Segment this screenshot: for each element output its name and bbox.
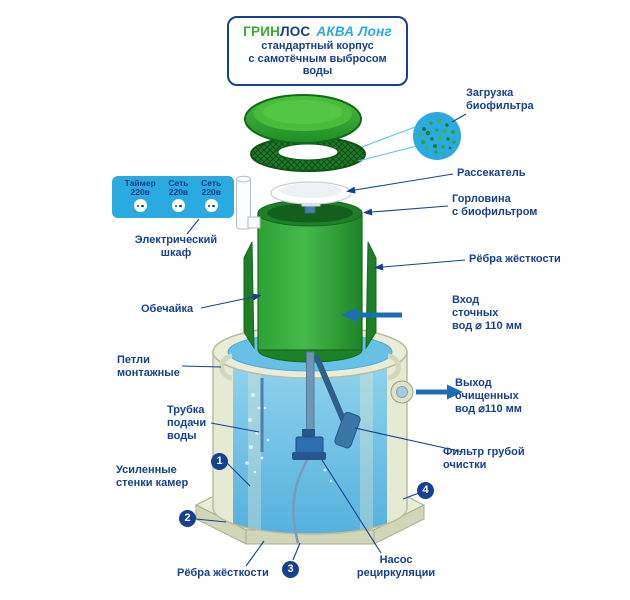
brand-part-aqua-long: АКВА Лонг <box>316 24 392 39</box>
label-neck-biofilter: Горловина с биофильтром <box>452 193 538 218</box>
label-coarse-filter: Фильтр грубой очистки <box>443 446 525 471</box>
socket-net2-voltage: 220в <box>201 187 221 198</box>
socket-icon <box>204 199 218 213</box>
lid <box>244 94 362 144</box>
label-reinforced-walls: Усиленные стенки камер <box>116 464 189 489</box>
internal-equipment <box>260 351 361 544</box>
label-biofilter-load: Загрузка биофильтра <box>466 87 534 112</box>
marker-2: 2 <box>179 510 196 527</box>
socket-net2-label: Сеть <box>201 178 222 188</box>
coarse-filter <box>334 411 361 449</box>
outlet-arrow <box>416 384 463 400</box>
socket-net-2: Сеть 220в <box>201 178 222 213</box>
diffuser-plate <box>270 181 352 207</box>
socket-timer-label: Таймер <box>124 178 156 188</box>
recirculation-hose <box>292 454 312 544</box>
biofilter-detail-circle <box>357 112 461 162</box>
socket-icon <box>133 199 147 213</box>
electrical-conduit <box>236 175 261 230</box>
label-shell: Обечайка <box>141 303 194 315</box>
stiffening-fin-right <box>365 241 377 350</box>
neck-cylinder <box>243 199 377 363</box>
biofilter-mesh-ring <box>250 136 366 172</box>
label-ribs-bottom: Рёбра жёсткости <box>177 567 269 579</box>
socket-net-1: Сеть 220в <box>168 178 189 213</box>
tank-wall-outline <box>212 352 408 535</box>
socket-icon <box>171 199 185 213</box>
marker-4: 4 <box>417 482 434 499</box>
stiffening-fin-left <box>243 241 255 350</box>
electrical-panel: Таймер 220в Сеть 220в Сеть 220в <box>112 176 234 218</box>
label-outlet: Выход очищенных вод ⌀110 мм <box>455 377 522 415</box>
subtitle-line1: стандартный корпус <box>261 40 374 52</box>
label-inlet: Вход сточных вод ⌀ 110 мм <box>452 294 522 332</box>
socket-net1-label: Сеть <box>168 178 189 188</box>
bubbles <box>245 393 333 483</box>
leader-arrowheads <box>252 186 384 301</box>
marker-1: 1 <box>211 453 228 470</box>
biofilter-granules <box>418 119 456 155</box>
label-ribs-right: Рёбра жёсткости <box>469 253 561 265</box>
subtitle-line2: с самотёчным выбросом воды <box>248 53 387 77</box>
leader-lines <box>181 113 467 567</box>
socket-timer-voltage: 220в <box>130 187 150 198</box>
mounting-loop <box>219 353 401 381</box>
inlet-arrow <box>341 307 402 323</box>
label-electrical-cabinet: Электрический шкаф <box>134 234 218 259</box>
label-diffuser: Рассекатель <box>457 167 526 179</box>
socket-timer: Таймер 220в <box>124 178 156 213</box>
airlift-pipe <box>314 355 348 427</box>
brand-part-los: ЛОС <box>280 24 311 39</box>
label-mounting-loops: Петли монтажные <box>117 354 180 379</box>
label-recirculation-pump: Насос рециркуляции <box>356 554 436 579</box>
tank-interior <box>213 352 407 534</box>
outlet-pipe <box>390 380 414 404</box>
socket-net1-voltage: 220в <box>168 187 189 198</box>
title-box: ГРИНЛОС АКВА Лонг стандартный корпус с са… <box>227 16 408 86</box>
marker-3: 3 <box>282 561 299 578</box>
brand-title: ГРИНЛОС АКВА Лонг <box>233 24 402 39</box>
brand-part-grin: ГРИН <box>243 24 281 39</box>
label-water-supply-tube: Трубка подачи воды <box>167 404 207 442</box>
recirculation-pump <box>292 429 326 460</box>
